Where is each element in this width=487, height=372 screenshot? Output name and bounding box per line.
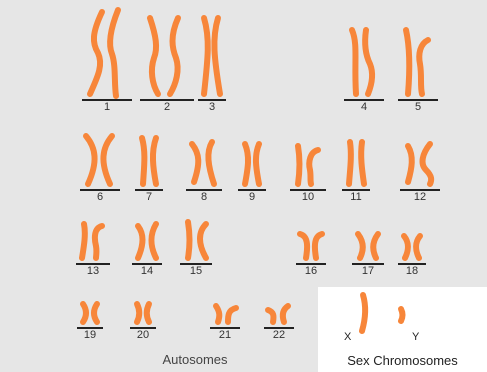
- chromosome-11-shape: [342, 138, 370, 188]
- chromosome-pair-3: 3: [198, 14, 226, 113]
- y-label: Y: [412, 331, 419, 343]
- chromosome-pair-13: 13: [76, 218, 110, 277]
- x-chromosome: [362, 295, 365, 331]
- chromosome-9-shape: [238, 140, 266, 188]
- chromosome-pair-21: 21: [210, 302, 240, 341]
- y-chromosome: [401, 309, 403, 321]
- chromosome-16-shape: [296, 228, 326, 262]
- chromosome-3-shape: [198, 14, 226, 98]
- pair-number: 8: [186, 191, 222, 203]
- chromosome-pair-10: 10: [290, 140, 326, 203]
- sex-chromosomes-title: Sex Chromosomes: [318, 353, 487, 368]
- chromosome-2-shape: [140, 14, 194, 98]
- chromosome-5-shape: [398, 26, 438, 98]
- chromosome-pair-16: 16: [296, 228, 326, 277]
- pair-number: 14: [132, 265, 162, 277]
- pair-number: 17: [352, 265, 384, 277]
- pair-number: 9: [238, 191, 266, 203]
- chromosome-6-shape: [80, 132, 120, 188]
- chromosome-pair-11: 11: [342, 138, 370, 203]
- chromosome-pair-19: 19: [77, 300, 103, 341]
- pair-number: 4: [344, 101, 384, 113]
- chromosome-1-shape: [82, 8, 132, 98]
- chromosome-19-shape: [77, 300, 103, 326]
- pair-number: 13: [76, 265, 110, 277]
- x-label: X: [344, 331, 351, 343]
- chromosome-22-shape: [264, 302, 294, 326]
- chromosome-20-shape: [130, 300, 156, 326]
- chromosome-pair-5: 5: [398, 26, 438, 113]
- pair-number: 3: [198, 101, 226, 113]
- pair-number: 16: [296, 265, 326, 277]
- chromosome-pair-1: 1: [82, 8, 132, 113]
- chromosome-8-shape: [186, 138, 222, 188]
- pair-number: 5: [398, 101, 438, 113]
- chromosome-pair-2: 2: [140, 14, 194, 113]
- chromosome-14-shape: [132, 220, 162, 262]
- chromosome-17-shape: [352, 230, 384, 262]
- chromosome-pair-18: 18: [398, 232, 426, 277]
- pair-number: 11: [342, 191, 370, 203]
- chromosome-7-shape: [135, 134, 163, 188]
- chromosome-pair-6: 6: [80, 132, 120, 203]
- chromosome-13-shape: [76, 218, 110, 262]
- chromosome-4-shape: [344, 26, 384, 98]
- chromosome-21-shape: [210, 302, 240, 326]
- chromosome-15-shape: [180, 218, 212, 262]
- chromosome-10-shape: [290, 140, 326, 188]
- pair-number: 18: [398, 265, 426, 277]
- pair-number: 2: [140, 101, 194, 113]
- chromosome-pair-12: 12: [400, 140, 440, 203]
- autosomes-label: Autosomes: [140, 352, 250, 367]
- chromosome-pair-17: 17: [352, 230, 384, 277]
- pair-number: 7: [135, 191, 163, 203]
- sex-chromosomes-panel: X Y Sex Chromosomes: [318, 287, 487, 372]
- chromosome-12-shape: [400, 140, 440, 188]
- chromosome-pair-22: 22: [264, 302, 294, 341]
- pair-number: 6: [80, 191, 120, 203]
- pair-number: 19: [77, 329, 103, 341]
- chromosome-pair-14: 14: [132, 220, 162, 277]
- chromosome-pair-8: 8: [186, 138, 222, 203]
- pair-number: 21: [210, 329, 240, 341]
- chromosome-18-shape: [398, 232, 426, 262]
- chromosome-pair-4: 4: [344, 26, 384, 113]
- pair-number: 12: [400, 191, 440, 203]
- pair-number: 1: [82, 101, 132, 113]
- pair-number: 15: [180, 265, 212, 277]
- chromosome-pair-20: 20: [130, 300, 156, 341]
- pair-number: 20: [130, 329, 156, 341]
- pair-number: 22: [264, 329, 294, 341]
- chromosome-pair-15: 15: [180, 218, 212, 277]
- chromosome-pair-9: 9: [238, 140, 266, 203]
- chromosome-pair-7: 7: [135, 134, 163, 203]
- pair-number: 10: [290, 191, 326, 203]
